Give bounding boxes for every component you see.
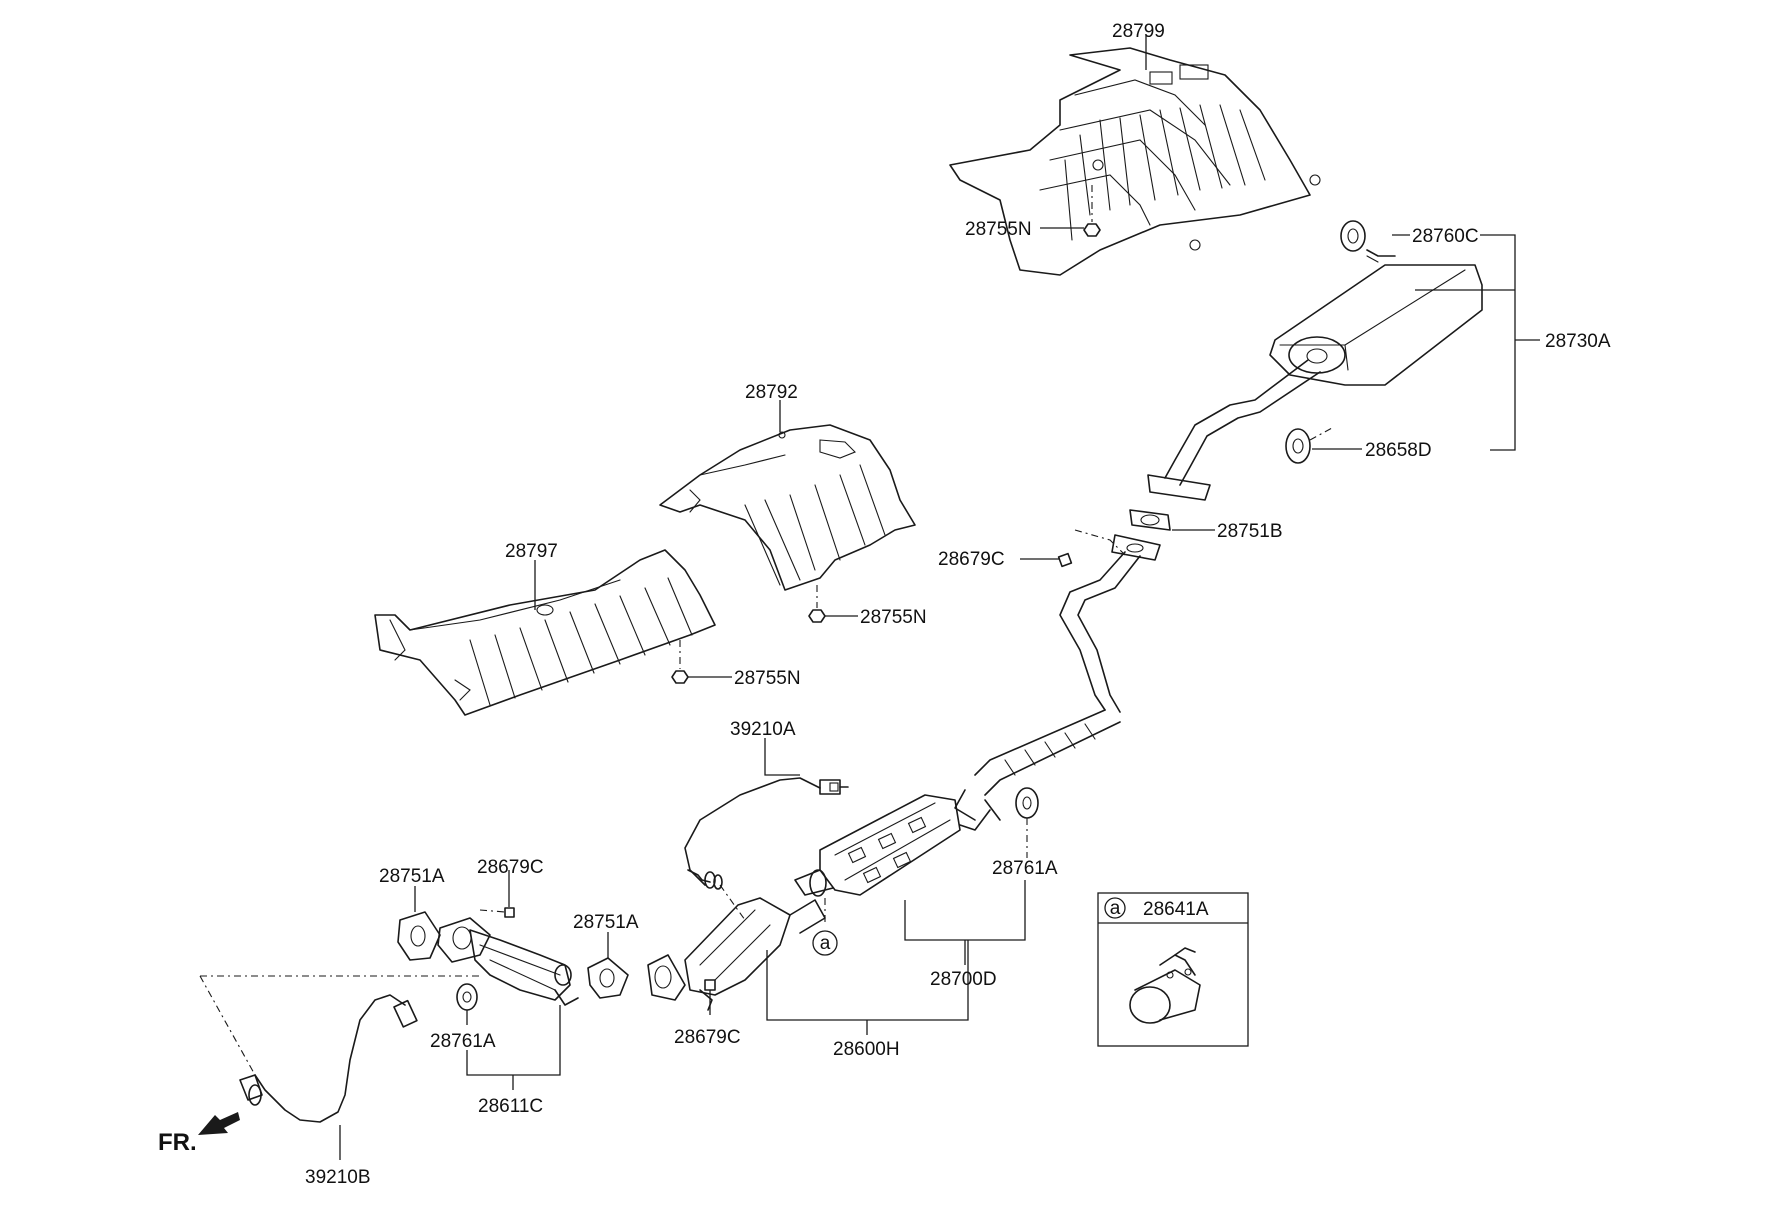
label-28751A-mid: 28751A	[573, 912, 639, 933]
label-28755N-top: 28755N	[965, 219, 1032, 240]
nut-28755N-low	[671, 640, 689, 684]
oxygen-sensor-39210A	[684, 777, 849, 921]
label-28797: 28797	[505, 541, 558, 562]
label-28679C-left: 28679C	[477, 857, 544, 878]
hanger-28761A-left	[456, 983, 478, 1025]
oxygen-sensor-39210B	[199, 975, 480, 1123]
label-28792: 28792	[745, 382, 798, 403]
inset-box-28641A	[1097, 892, 1249, 1047]
heat-shield-28799	[949, 47, 1321, 276]
hanger-28760C	[1340, 220, 1396, 263]
center-pipe-28700D	[794, 534, 1161, 897]
label-39210A: 39210A	[730, 719, 796, 740]
label-28755N-low: 28755N	[734, 668, 801, 689]
manifold-pipe-28611C	[437, 917, 579, 1006]
gasket-28751A-mid	[587, 957, 629, 999]
label-28755N-mid: 28755N	[860, 607, 927, 628]
heat-shield-28797	[374, 549, 716, 716]
nut-28679C-left	[479, 907, 515, 918]
label-39210B: 39210B	[305, 1167, 371, 1188]
label-28730A: 28730A	[1545, 331, 1611, 352]
label-28751B: 28751B	[1217, 521, 1283, 542]
label-28679C-low: 28679C	[674, 1027, 741, 1048]
catalytic-converter-28600H	[647, 897, 826, 1011]
nut-28755N-top	[1083, 185, 1101, 237]
gasket-28751A-left	[397, 911, 441, 961]
inset-circle-label: a	[1110, 898, 1121, 919]
gasket-28751B	[1129, 509, 1171, 531]
front-direction-arrow	[198, 1112, 240, 1135]
label-28679C-mid: 28679C	[938, 549, 1005, 570]
heat-shield-28792	[659, 424, 916, 591]
hanger-28658D	[1285, 427, 1333, 464]
label-28700D: 28700D	[930, 969, 997, 990]
label-28658D: 28658D	[1365, 440, 1432, 461]
reference-callout-a	[812, 898, 838, 956]
label-28600H: 28600H	[833, 1039, 900, 1060]
label-28611C: 28611C	[478, 1096, 543, 1117]
label-28761A-left: 28761A	[430, 1031, 496, 1052]
label-28760C: 28760C	[1412, 226, 1479, 247]
hanger-28761A-right	[1015, 787, 1039, 858]
nut-28755N-mid	[808, 585, 826, 623]
front-label: FR.	[158, 1129, 197, 1156]
bolt-28679C-mid	[1057, 529, 1126, 568]
bolt-28679C-low	[704, 979, 716, 1015]
ref-a-label: a	[820, 933, 831, 954]
label-28641A: 28641A	[1143, 899, 1209, 920]
muffler-28730A	[1147, 264, 1483, 501]
label-28751A-left: 28751A	[379, 866, 445, 887]
label-28761A-right: 28761A	[992, 858, 1058, 879]
label-28799: 28799	[1112, 21, 1165, 42]
